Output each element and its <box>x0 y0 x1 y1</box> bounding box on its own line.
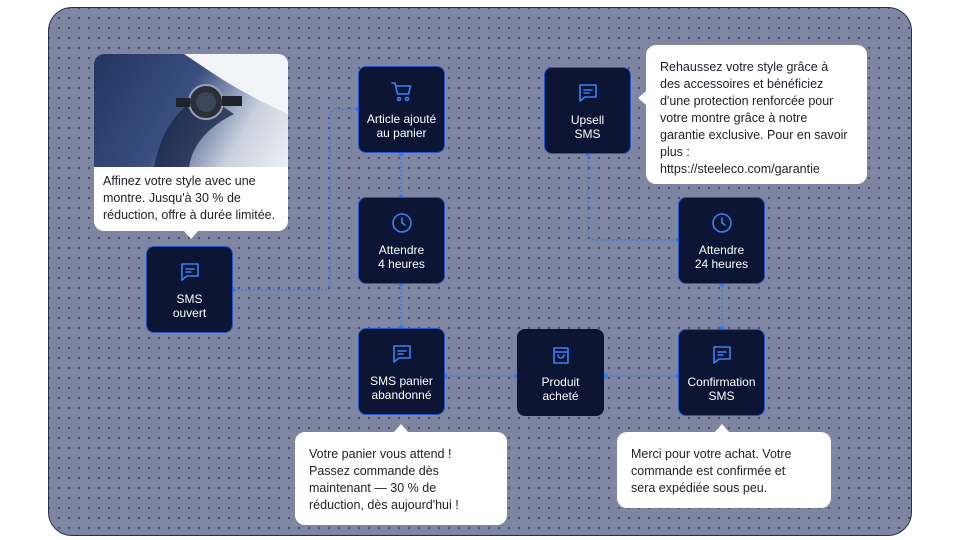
cart-message-text: Votre panier vous attend ! Passez comman… <box>309 447 459 512</box>
cart-message-bubble: Votre panier vous attend ! Passez comman… <box>295 424 507 525</box>
node-label: Attendre 24 heures <box>694 242 749 271</box>
node-sms-opened[interactable]: SMS ouvert <box>146 246 233 333</box>
shopping-bag-icon <box>552 346 569 364</box>
message-square-icon <box>578 83 597 102</box>
message-square-icon <box>392 344 411 363</box>
node-wait-24h[interactable]: Attendre 24 heures <box>678 197 765 284</box>
clock-icon <box>391 212 412 233</box>
node-label: Article ajouté au panier <box>366 111 437 140</box>
node-abandoned-cart[interactable]: SMS panier abandonné <box>358 328 445 415</box>
clock-icon <box>711 212 732 233</box>
bubble-tail <box>184 231 198 239</box>
upsell-message-bubble: Rehaussez votre style grâce à des access… <box>638 45 867 184</box>
confirmation-message-bubble: Merci pour votre achat. Votre commande e… <box>617 424 831 508</box>
node-label: Confirmation SMS <box>687 374 756 403</box>
node-item-added[interactable]: Article ajouté au panier <box>358 66 445 153</box>
promo-message-bubble: Affinez votre style avec une montre. Jus… <box>94 54 288 239</box>
node-product-bought[interactable]: Produit acheté <box>517 329 604 416</box>
node-sms-confirmation[interactable]: Confirmation SMS <box>678 329 765 416</box>
node-wait-4h[interactable]: Attendre 4 heures <box>358 197 445 284</box>
promo-message-text: Affinez votre style avec une montre. Jus… <box>103 174 276 222</box>
node-label: SMS panier abandonné <box>370 373 433 402</box>
node-label: Produit acheté <box>541 374 580 403</box>
upsell-message-text: Rehaussez votre style grâce à des access… <box>660 60 848 176</box>
bubble-tail <box>715 424 729 432</box>
node-label: Upsell SMS <box>570 112 605 141</box>
message-square-icon <box>712 345 731 364</box>
message-square-icon <box>180 262 199 281</box>
shopping-cart-icon <box>390 81 411 101</box>
bubble-tail <box>394 424 408 432</box>
node-label: SMS ouvert <box>172 291 207 320</box>
bubble-tail <box>638 91 646 105</box>
confirmation-message-text: Merci pour votre achat. Votre commande e… <box>631 447 792 495</box>
node-upsell-sms[interactable]: Upsell SMS <box>544 67 631 154</box>
watch-product-image <box>94 54 288 167</box>
node-label: Attendre 4 heures <box>378 242 425 271</box>
